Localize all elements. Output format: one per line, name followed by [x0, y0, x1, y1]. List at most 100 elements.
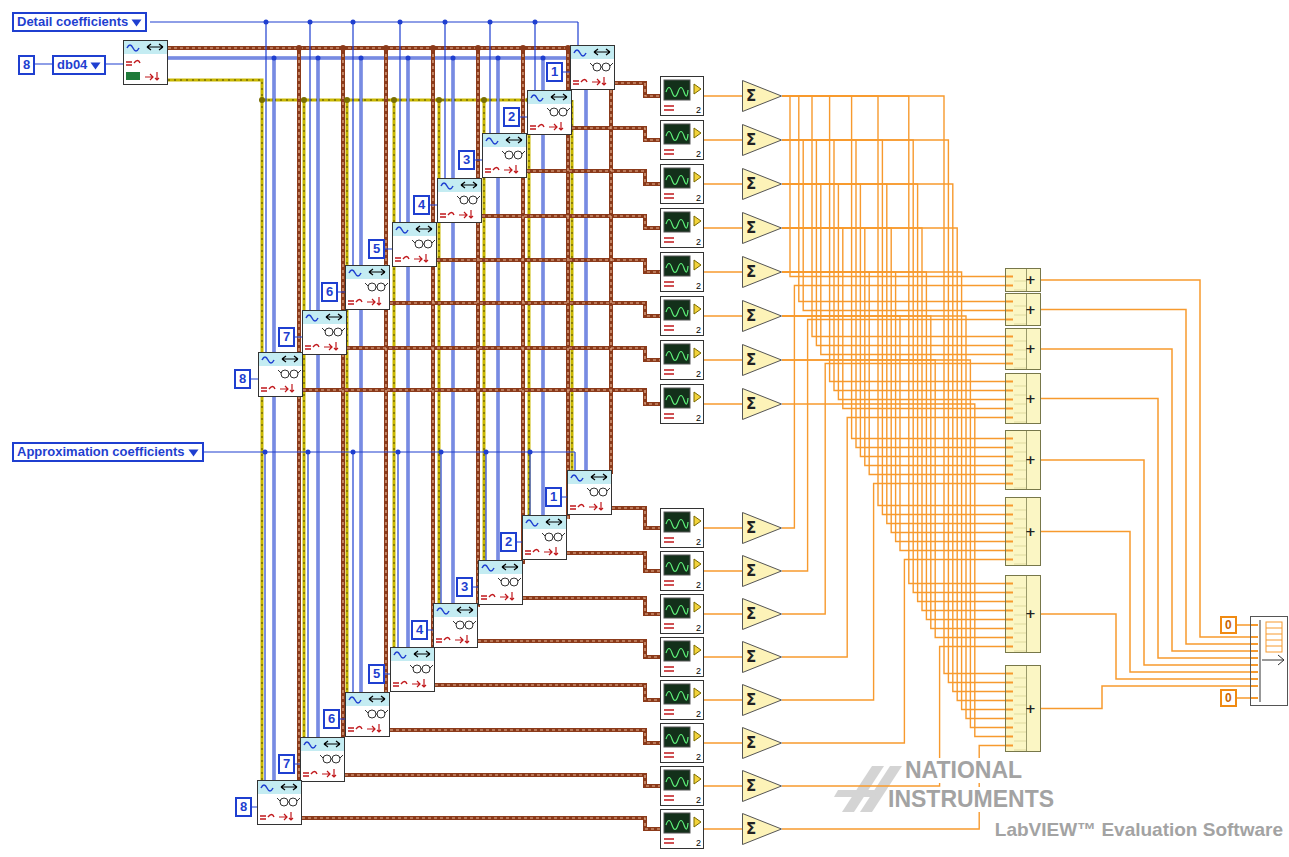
energy-vi: 2 — [660, 340, 704, 380]
node-text: Σ — [746, 395, 756, 413]
numeric-constant: 6 — [323, 709, 340, 729]
energy-vi: 2 — [660, 508, 704, 548]
node-text: 2 — [695, 709, 702, 719]
dropdown-arrow — [188, 449, 199, 457]
compound-add: + — [1005, 575, 1041, 653]
node-text: Σ — [746, 263, 756, 281]
numeric-wire — [782, 140, 1005, 311]
sum-function: Σ — [742, 168, 782, 200]
sum-function: Σ — [742, 555, 782, 587]
enum-constant: db04 — [52, 55, 106, 75]
numeric-wire — [782, 96, 1005, 382]
numeric-constant: 8 — [18, 55, 35, 75]
node-text: Σ — [746, 519, 756, 537]
numeric-wire — [782, 316, 1005, 551]
node-text: Σ — [746, 562, 756, 580]
node-text: 0 — [1225, 618, 1232, 632]
node-text: 3 — [461, 579, 468, 594]
compound-add: + — [1005, 293, 1041, 326]
node-text: 5 — [373, 241, 380, 256]
numeric-wire — [782, 140, 1005, 346]
numeric-wire — [782, 184, 1005, 355]
compound-add: + — [1005, 665, 1041, 752]
node-text: + — [1025, 452, 1036, 468]
node-text: 2 — [695, 795, 702, 805]
numeric-wire — [782, 404, 1005, 737]
node-text: Σ — [746, 131, 756, 149]
numeric-wire — [704, 656, 742, 657]
node-text: Σ — [746, 307, 756, 325]
node-text: 2 — [695, 666, 702, 676]
node-text: 3 — [463, 152, 470, 167]
numeric-wire — [782, 184, 1005, 457]
numeric-wire — [782, 96, 1005, 506]
numeric-constant: 6 — [321, 282, 338, 302]
node-text: 2 — [695, 537, 702, 547]
energy-vi: 2 — [660, 680, 704, 720]
energy-vi: 2 — [660, 809, 704, 849]
numeric-wire — [782, 96, 1005, 674]
sum-function: Σ — [742, 256, 782, 288]
energy-vi: 2 — [660, 594, 704, 634]
numeric-wire — [782, 228, 1005, 466]
numeric-wire — [782, 140, 1005, 683]
node-text: 7 — [283, 756, 290, 771]
node-text: 8 — [240, 799, 247, 814]
numeric-wire — [782, 484, 1005, 701]
node-text: 2 — [695, 149, 702, 159]
sum-function: Σ — [742, 813, 782, 845]
node-text: 2 — [695, 325, 702, 335]
energy-vi: 2 — [660, 384, 704, 424]
node-text: + — [1025, 701, 1036, 717]
numeric-constant: 1 — [546, 62, 563, 82]
node-text: Σ — [746, 691, 756, 709]
node-text: 7 — [283, 329, 290, 344]
numeric-wire — [782, 96, 1005, 302]
sum-function: Σ — [742, 124, 782, 156]
numeric-constant: 5 — [368, 239, 385, 259]
numeric-wire — [782, 140, 1005, 391]
numeric-constant: 3 — [456, 577, 473, 597]
numeric-wire — [782, 272, 1005, 475]
watermark-text: INSTRUMENTS — [888, 787, 1054, 812]
compound-add: + — [1005, 373, 1041, 424]
numeric-wire — [704, 95, 742, 96]
numeric-wire — [782, 184, 1005, 524]
numeric-wire — [782, 184, 1005, 602]
numeric-wire — [704, 315, 742, 316]
node-text: + — [1025, 341, 1036, 357]
dropdown-arrow — [90, 62, 101, 70]
numeric-wire — [704, 183, 742, 184]
numeric-wire — [782, 316, 1005, 629]
node-text: db04 — [57, 57, 87, 72]
numeric-constant: 0 — [1220, 616, 1237, 634]
node-text: 6 — [328, 711, 335, 726]
sum-function: Σ — [742, 684, 782, 716]
numeric-wire — [782, 96, 1005, 439]
node-text: + — [1025, 524, 1036, 540]
numeric-wire — [782, 184, 1005, 400]
node-text: 2 — [695, 580, 702, 590]
sum-function: Σ — [742, 727, 782, 759]
node-text: 2 — [695, 413, 702, 423]
node-text: 1 — [550, 489, 557, 504]
enum-constant: Approximation coefficients — [12, 442, 204, 462]
numeric-constant: 8 — [234, 369, 251, 389]
node-text: Σ — [746, 87, 756, 105]
node-text: + — [1025, 391, 1036, 407]
numeric-wire — [782, 140, 1005, 593]
numeric-wire — [704, 359, 742, 360]
node-text: + — [1025, 302, 1036, 318]
node-text: 0 — [1225, 691, 1232, 705]
numeric-constant: 8 — [235, 797, 252, 817]
numeric-wire — [704, 742, 742, 743]
numeric-constant: 4 — [413, 195, 430, 215]
node-text: 1 — [551, 64, 558, 79]
node-text: 8 — [239, 371, 246, 386]
numeric-wire — [704, 403, 742, 404]
numeric-constant: 3 — [458, 150, 475, 170]
node-text: Σ — [746, 351, 756, 369]
node-text: 4 — [418, 197, 425, 212]
